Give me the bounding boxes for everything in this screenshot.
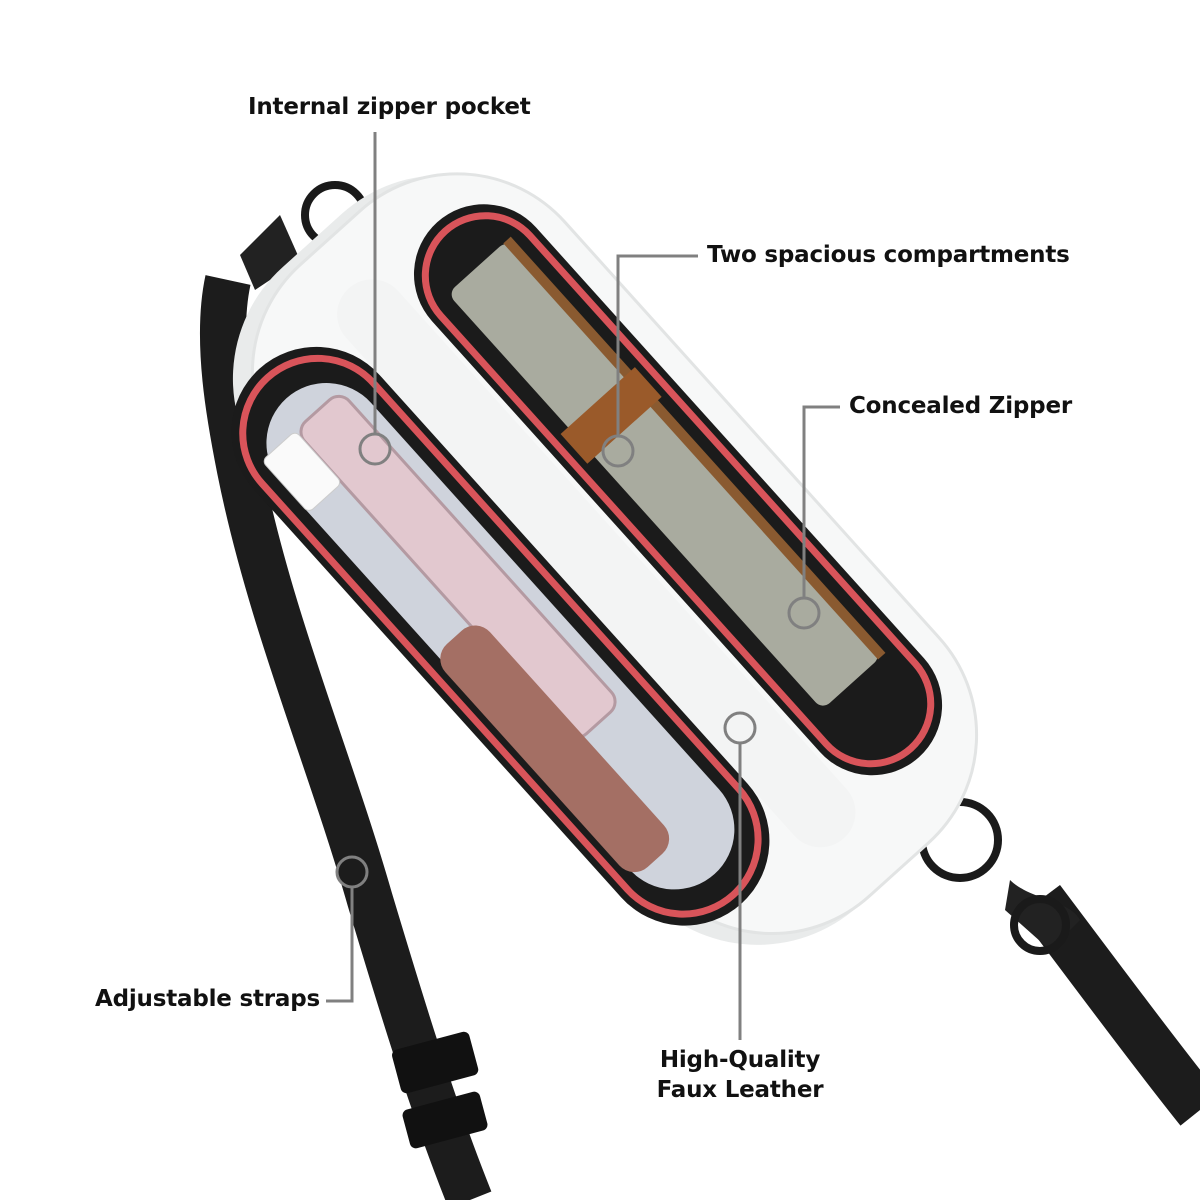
left-clip	[240, 215, 300, 290]
callout-dot-leather	[723, 711, 757, 745]
book-strap	[560, 367, 662, 464]
callout-dot-pocket	[358, 432, 392, 466]
strap-buckle	[392, 1031, 479, 1094]
phone	[299, 394, 617, 739]
callout-dot-straps	[335, 855, 369, 889]
callout-line-compartments	[616, 254, 698, 436]
callout-compartments: Two spacious compartments	[707, 242, 1070, 268]
callout-leather-line2: Faux Leather	[656, 1077, 824, 1103]
middle-panel	[337, 279, 856, 848]
callout-internal-pocket: Internal zipper pocket	[248, 94, 531, 120]
callout-leather-line1: High-Quality	[659, 1047, 821, 1073]
callout-lines	[326, 132, 840, 1040]
charger	[263, 432, 341, 511]
right-ring-2	[1010, 895, 1070, 955]
book	[451, 244, 878, 706]
callout-dot-zipper	[787, 596, 821, 630]
inner-pocket	[440, 625, 670, 873]
callout-line-zipper	[802, 405, 840, 598]
bag-body	[231, 172, 979, 945]
callout-dot-compartments	[601, 434, 635, 468]
callout-line-straps	[326, 887, 354, 1003]
callout-straps: Adjustable straps	[95, 986, 320, 1012]
callout-zipper: Concealed Zipper	[849, 393, 1072, 419]
callout-leather: High-Quality Faux Leather	[640, 1045, 840, 1105]
strap-keeper	[402, 1091, 488, 1149]
